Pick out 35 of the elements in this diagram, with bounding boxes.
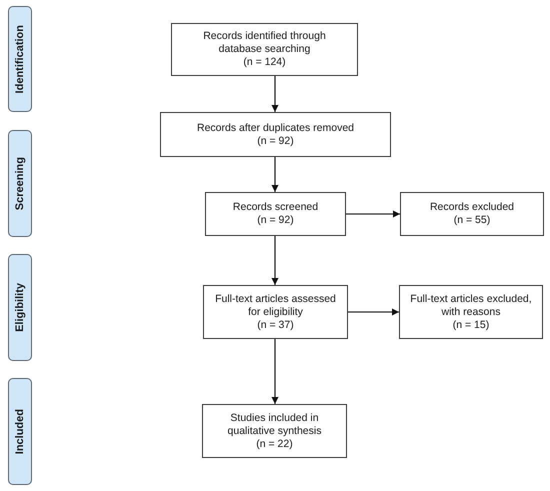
box-label: (n = 92)	[257, 214, 294, 227]
stage-band	[8, 378, 32, 485]
process-box	[399, 285, 543, 339]
stage-label: Included	[14, 408, 26, 454]
arrow	[272, 76, 278, 112]
arrow	[348, 308, 399, 316]
stage-label: Identification	[14, 24, 26, 94]
arrow	[346, 210, 400, 218]
box-label: Records identified through database searching	[202, 30, 327, 56]
box-label: (n = 37)	[257, 318, 294, 332]
arrow	[272, 339, 278, 404]
box-label: (n = 55)	[454, 214, 490, 227]
arrow	[272, 157, 278, 192]
box-label: (n = 92)	[257, 134, 294, 148]
box-label: Full-text articles excluded, with reasons	[409, 292, 533, 318]
process-box	[171, 23, 358, 76]
box-label: (n = 124)	[243, 56, 286, 69]
process-box	[160, 112, 391, 157]
stage-band	[8, 6, 32, 112]
stage-band	[8, 130, 32, 237]
box-label: Records excluded	[430, 201, 514, 214]
process-box	[400, 192, 544, 236]
arrow	[272, 236, 278, 285]
stage-label: Eligibility	[14, 283, 26, 332]
box-label: Studies included in qualitative synthesis	[226, 412, 322, 438]
process-box	[203, 285, 348, 339]
process-box	[202, 404, 347, 458]
box-label: Records screened	[232, 201, 318, 214]
stage-band	[8, 254, 32, 361]
box-label: Full-text articles assessed for eligibility	[214, 292, 337, 318]
box-label: Records after duplicates removed	[197, 122, 354, 134]
box-label: (n = 15)	[452, 318, 490, 332]
stage-label: Screening	[14, 156, 26, 210]
process-box	[205, 192, 346, 236]
box-label: (n = 22)	[256, 438, 293, 450]
